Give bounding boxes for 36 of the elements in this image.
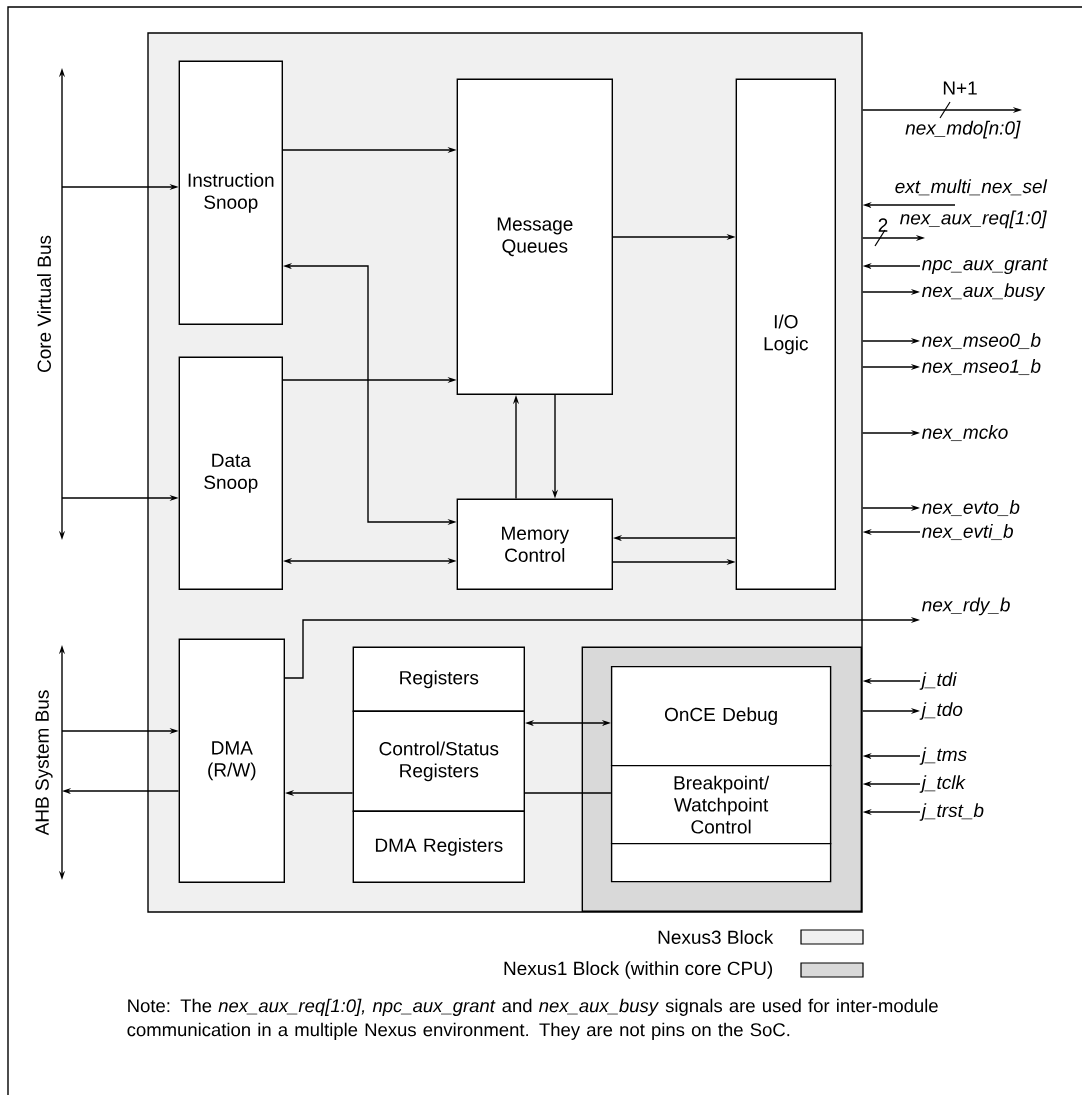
block-box: Instruction Snoop — [178, 60, 283, 325]
edge-label: N+1 — [943, 81, 977, 95]
signal-label: j_trst_b — [919, 803, 984, 821]
register-row: DMA Registers — [352, 810, 525, 883]
legend-label: Nexus3 Block — [658, 930, 774, 944]
debug-row: OnCE Debug — [610, 665, 832, 767]
signal-label: nex_mdo[n:0] — [905, 120, 1021, 139]
note-text: Note: The nex_aux_req[1:0], npc_aux_grant and nex_aux_busy signals are used for inter-module communication in a multiple Nexus environment. They are not pins on the SoC. — [127, 998, 938, 1040]
block-box: Memory Control — [456, 498, 613, 590]
signal-label: nex_mseo0_b — [922, 332, 1041, 350]
line — [524, 792, 612, 794]
signal-label: j_tms — [919, 747, 967, 765]
debug-row: Breakpoint/ Watchpoint Control — [610, 764, 832, 845]
signal-label: npc_aux_grant — [922, 257, 1049, 275]
signal-label: ext_multi_nex_sel — [895, 179, 1048, 196]
signal-label: nex_aux_req[1:0] — [900, 210, 1047, 229]
signal-label: j_tdi — [919, 672, 957, 690]
block-box: Data Snoop — [178, 356, 283, 590]
signal-label: nex_mseo1_b — [922, 358, 1041, 376]
block-box: I/O Logic — [735, 78, 836, 590]
block-box: Message Queues — [456, 78, 613, 395]
register-row: Control/Status Registers — [352, 710, 525, 812]
edge-label: 2 — [878, 218, 888, 232]
register-row: Registers — [352, 646, 525, 712]
signal-label: nex_mcko — [922, 424, 1008, 442]
bus-label: AHB System Bus — [35, 690, 53, 836]
signal-label: j_tdo — [919, 702, 963, 720]
signal-label: nex_evto_b — [922, 499, 1020, 517]
signal-label: nex_evti_b — [922, 523, 1013, 541]
signal-label: nex_aux_busy — [922, 283, 1046, 301]
block-box: DMA (R/W) — [178, 638, 285, 883]
signal-label: nex_rdy_b — [922, 597, 1010, 616]
bus-label: Core Virtual Bus — [37, 235, 51, 373]
debug-row — [610, 842, 832, 883]
signal-label: j_tclk — [919, 775, 966, 793]
legend-label: Nexus1 Block (within core CPU) — [504, 961, 773, 979]
